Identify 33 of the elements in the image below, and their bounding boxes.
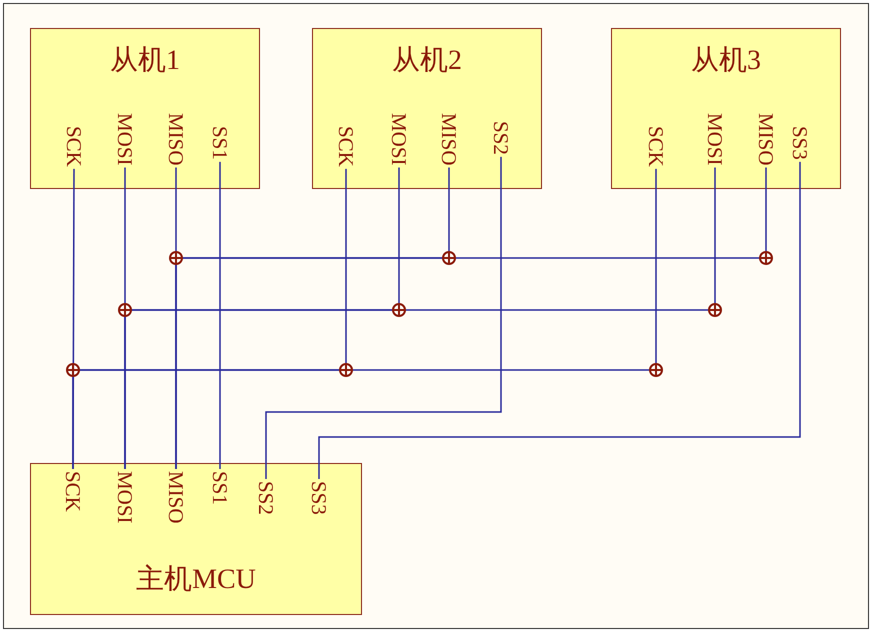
pin-label: MOSI <box>704 113 726 166</box>
device-box <box>611 28 841 189</box>
pin-label: MOSI <box>388 113 410 166</box>
pin-label: SCK <box>62 471 84 512</box>
pin-label: SS1 <box>209 471 231 505</box>
wire <box>219 162 221 469</box>
wire <box>175 168 767 469</box>
device-title: 从机2 <box>391 44 463 78</box>
device-box <box>30 28 260 189</box>
pin-label: SCK <box>335 126 357 167</box>
pin-label: SS3 <box>789 126 811 160</box>
wire <box>265 156 502 479</box>
pin-label: SCK <box>645 126 667 167</box>
pin-label: MISO <box>165 113 187 166</box>
pin-label: SS2 <box>255 481 277 515</box>
device-title: 从机1 <box>109 44 181 78</box>
wire <box>72 168 75 469</box>
pin-label: MOSI <box>114 113 136 166</box>
pin-label: SS2 <box>490 121 512 155</box>
pin-label: SCK <box>63 126 85 167</box>
device-title: 主机MCU <box>135 563 257 597</box>
device-title: 从机3 <box>690 44 762 78</box>
device-box <box>30 463 362 615</box>
pin-label: SS1 <box>209 126 231 160</box>
wire <box>124 168 716 469</box>
device-box <box>312 28 542 189</box>
pin-label: MISO <box>438 113 460 166</box>
pin-label: MISO <box>755 113 777 166</box>
wire <box>72 168 657 469</box>
wire <box>318 162 801 479</box>
pin-label: MOSI <box>114 471 136 524</box>
pin-label: MISO <box>165 471 187 524</box>
pin-label: SS3 <box>308 481 330 515</box>
